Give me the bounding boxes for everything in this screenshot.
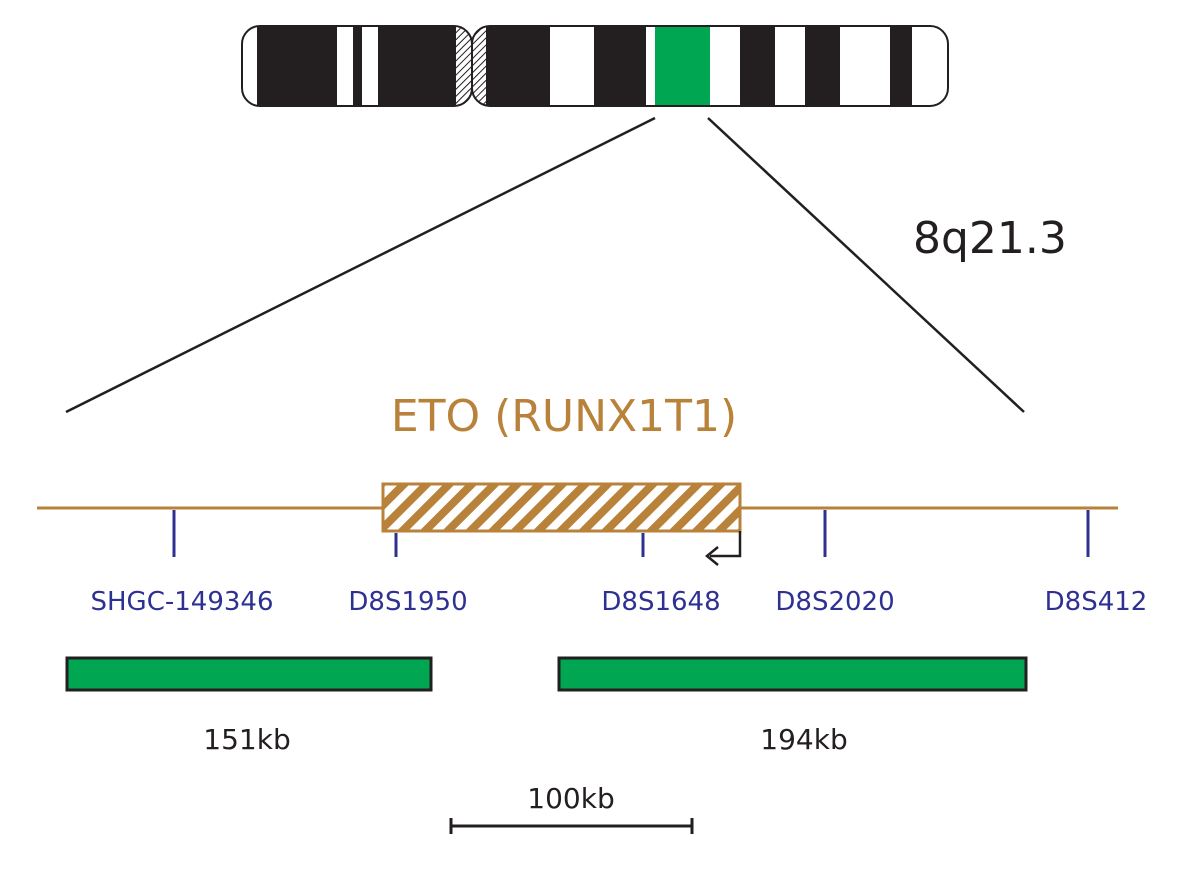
chromosome-band (378, 26, 456, 106)
marker-label: D8S2020 (775, 587, 894, 617)
chromosome-ideogram (241, 25, 949, 107)
marker-label: SHGC-149346 (91, 587, 274, 617)
zoom-line-right (707, 117, 1025, 413)
probe-size-label: 151kb (203, 723, 290, 756)
chromosome-band (500, 26, 550, 106)
band-label: 8q21.3 (913, 213, 1067, 264)
transcription-direction-arrow (705, 531, 742, 566)
scale-bar-label: 100kb (527, 782, 614, 815)
chromosome-band (805, 26, 840, 106)
chromosome-band (292, 26, 337, 106)
marker-label: D8S1648 (601, 587, 720, 617)
chromosome-band (486, 26, 500, 106)
chromosome-band (257, 26, 292, 106)
probe-bar-right (557, 656, 1028, 692)
highlighted-band-8q21-3 (655, 26, 710, 106)
probe-size-label: 194kb (760, 723, 847, 756)
chromosome-band (890, 26, 912, 106)
gene-box (381, 482, 742, 533)
chromosome-band (740, 26, 775, 106)
chromosome-band (353, 26, 362, 106)
probe-bar-left (65, 656, 433, 692)
marker-label: D8S412 (1045, 587, 1148, 617)
scale-bar (449, 818, 694, 834)
chromosome-band (594, 26, 646, 106)
chromosome-q-arm-outline (471, 25, 949, 107)
marker-label: D8S1950 (348, 587, 467, 617)
gene-label: ETO (RUNX1T1) (391, 391, 737, 442)
zoom-line-left (65, 116, 656, 414)
